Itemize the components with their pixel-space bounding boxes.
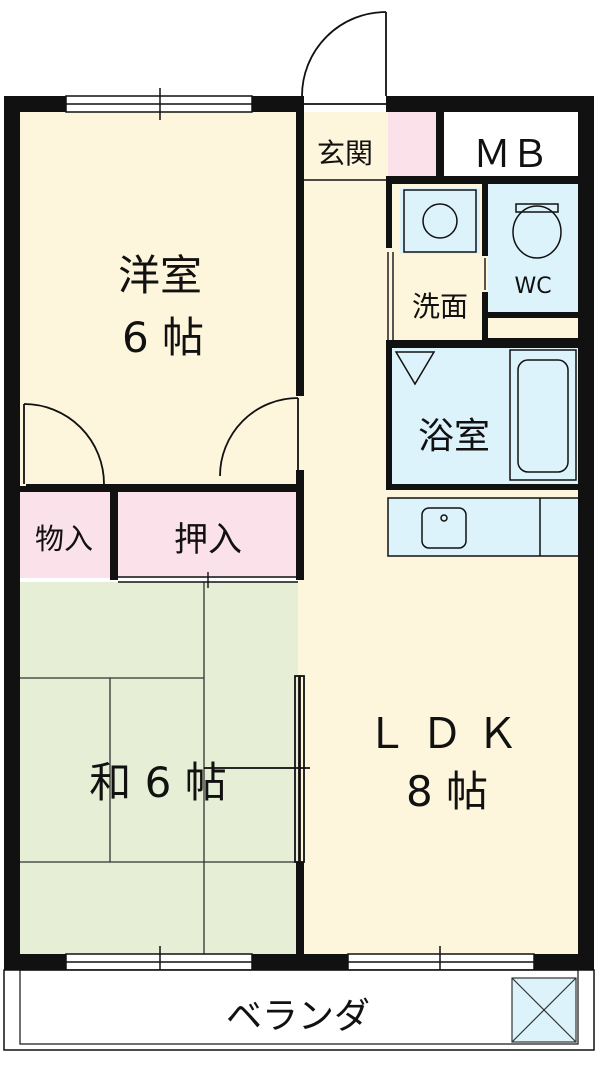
washroom-label: 洗面 xyxy=(412,290,468,323)
western-room-floor xyxy=(18,108,298,488)
western-room-name: 洋室 xyxy=(118,251,202,300)
walls xyxy=(4,96,594,970)
meter-box-label: ＭＢ xyxy=(473,132,549,176)
entrance-step xyxy=(388,112,436,178)
storage-label: 物入 xyxy=(35,522,93,556)
japanese-room-sliding-doors xyxy=(204,675,310,863)
closet-floor xyxy=(118,492,298,578)
washroom-sliding-door xyxy=(387,252,394,340)
fixtures xyxy=(387,189,581,557)
toilet-icon xyxy=(512,203,562,259)
front-door xyxy=(301,11,387,112)
entrance-label: 玄関 xyxy=(317,137,373,170)
closet-sliding-doors xyxy=(118,572,298,588)
ldk-size: 8 帖 xyxy=(406,767,488,816)
ldk-name: Ｌ Ｄ Ｋ xyxy=(366,709,519,758)
washing-machine-area xyxy=(400,188,480,254)
bath-vent-icon xyxy=(394,351,436,386)
closet-label: 押入 xyxy=(174,520,242,560)
bathroom-floor xyxy=(392,346,580,484)
western-room-size: 6 帖 xyxy=(122,313,204,362)
entrance-floor xyxy=(300,108,388,180)
balcony-label: ベランダ xyxy=(226,996,370,1037)
bathroom-label: 浴室 xyxy=(418,416,490,457)
sink-icon xyxy=(387,497,581,557)
washing-machine-icon xyxy=(403,189,477,253)
balcony xyxy=(3,969,595,1051)
drain-icon xyxy=(511,977,577,1043)
kitchen-counter xyxy=(388,498,580,556)
toilet-label: WC xyxy=(514,274,551,299)
doors xyxy=(20,11,486,863)
meter-box-floor xyxy=(442,112,580,178)
western-room-door-right xyxy=(219,396,306,477)
bathtub-icon xyxy=(509,349,577,481)
storage-floor xyxy=(18,492,110,578)
japanese-room-label: 和 6 帖 xyxy=(89,758,226,807)
western-room-window xyxy=(65,88,253,120)
western-room-door-left xyxy=(20,398,105,486)
